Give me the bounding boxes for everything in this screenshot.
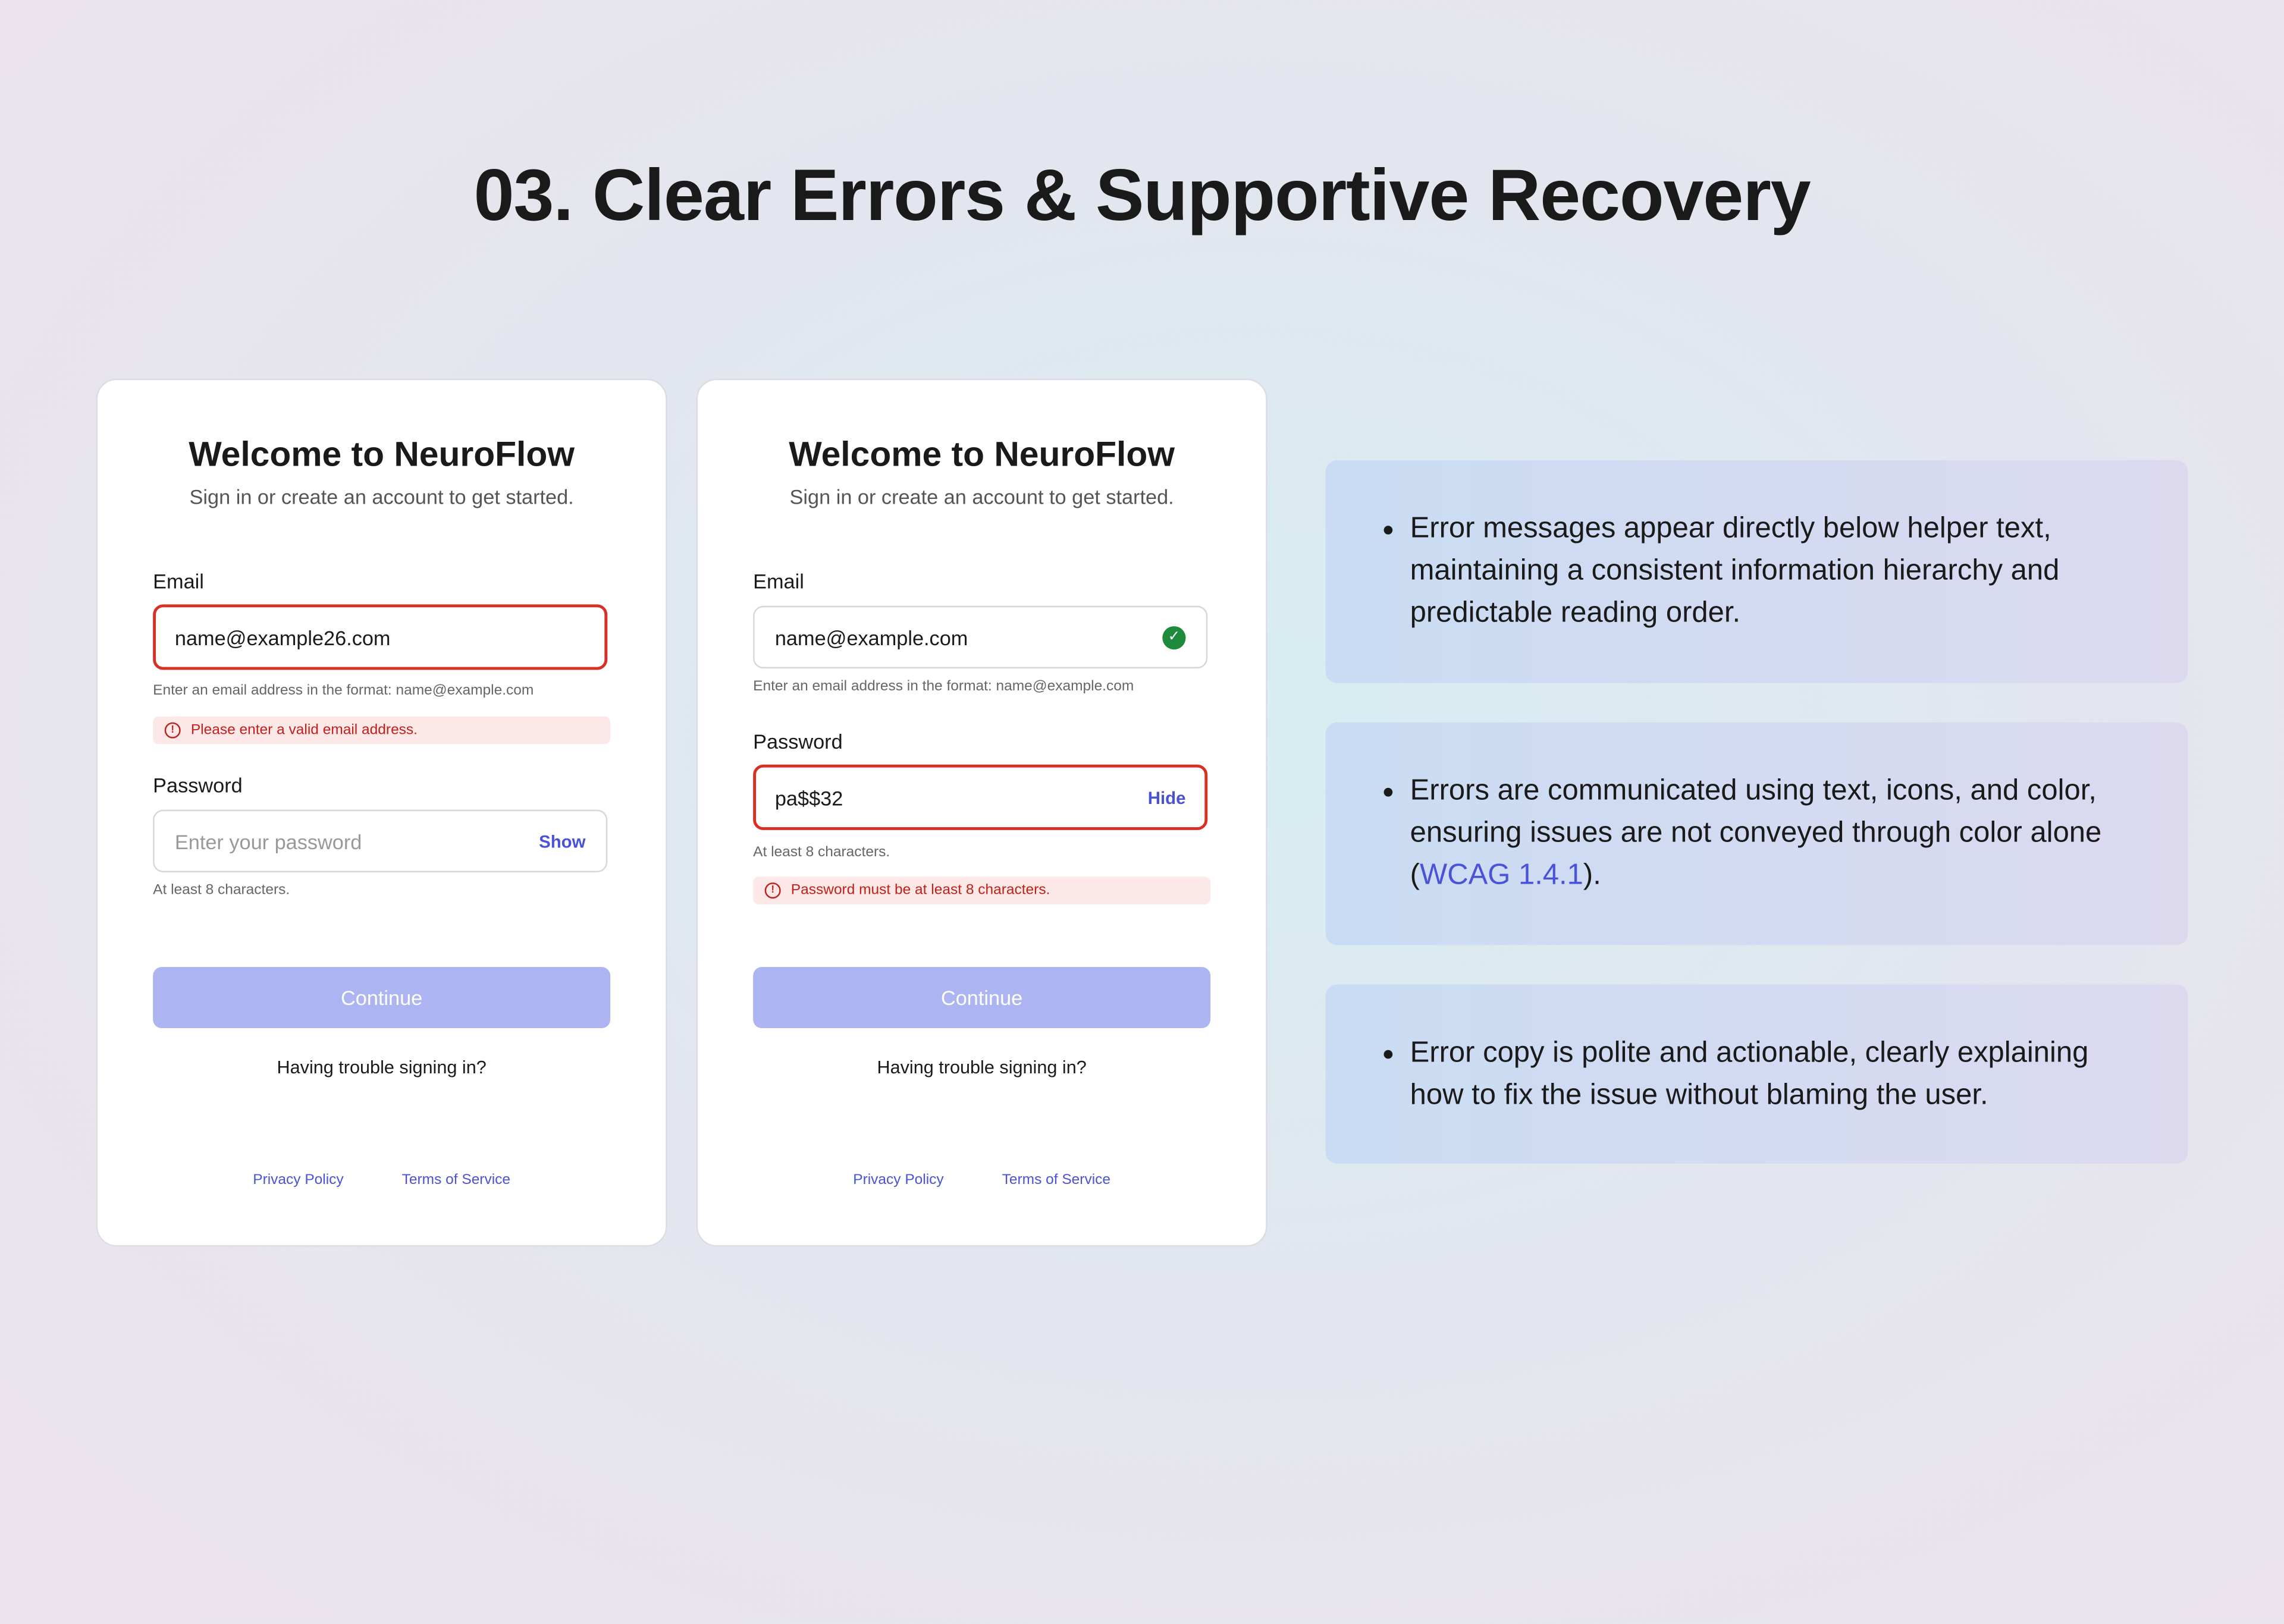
continue-button[interactable]: Continue	[753, 967, 1211, 1028]
footer-links: Privacy Policy Terms of Service	[698, 1172, 1266, 1188]
note-text-part: ).	[1583, 859, 1601, 891]
note-panel: Error copy is polite and actionable, cle…	[1325, 984, 2188, 1164]
email-error: ! Please enter a valid email address.	[153, 716, 611, 745]
signin-card-email-error: Welcome to NeuroFlow Sign in or create a…	[96, 378, 667, 1247]
card-title: Welcome to NeuroFlow	[189, 435, 575, 475]
wcag-link[interactable]: WCAG 1.4.1	[1419, 859, 1583, 891]
note-text: Error copy is polite and actionable, cle…	[1410, 1032, 2144, 1117]
email-label: Email	[753, 569, 804, 593]
note-panel: Error messages appear directly below hel…	[1325, 460, 2188, 683]
error-icon: !	[164, 722, 181, 739]
show-password-button[interactable]: Show	[539, 831, 586, 852]
password-placeholder: Enter your password	[174, 829, 362, 853]
email-value: name@example.com	[774, 625, 968, 649]
password-value: pa$$32	[774, 786, 843, 809]
continue-button[interactable]: Continue	[153, 967, 611, 1028]
email-value: name@example26.com	[174, 625, 391, 649]
error-icon: !	[764, 882, 781, 899]
password-input[interactable]: Enter your password Show	[153, 809, 608, 872]
password-error: ! Password must be at least 8 characters.	[753, 877, 1211, 904]
email-input[interactable]: name@example.com ✓	[753, 605, 1208, 669]
trouble-signing-in-link[interactable]: Having trouble signing in?	[277, 1057, 487, 1078]
privacy-policy-link[interactable]: Privacy Policy	[253, 1172, 344, 1189]
signin-card-password-error: Welcome to NeuroFlow Sign in or create a…	[696, 378, 1268, 1247]
email-helper: Enter an email address in the format: na…	[753, 679, 1134, 695]
password-label: Password	[753, 729, 843, 753]
footer-links: Privacy Policy Terms of Service	[98, 1172, 666, 1188]
password-helper: At least 8 characters.	[753, 844, 890, 861]
password-helper: At least 8 characters.	[153, 882, 290, 899]
privacy-policy-link[interactable]: Privacy Policy	[853, 1172, 944, 1189]
card-subtitle: Sign in or create an account to get star…	[789, 485, 1174, 508]
card-subtitle: Sign in or create an account to get star…	[189, 485, 574, 508]
check-circle-icon: ✓	[1162, 625, 1186, 649]
note-panel: Errors are communicated using text, icon…	[1325, 722, 2188, 945]
password-label: Password	[153, 773, 243, 797]
hide-password-button[interactable]: Hide	[1147, 787, 1186, 808]
card-title: Welcome to NeuroFlow	[789, 435, 1175, 475]
email-error-text: Please enter a valid email address.	[190, 722, 418, 739]
email-input[interactable]: name@example26.com	[153, 604, 608, 670]
password-input[interactable]: pa$$32 Hide	[753, 764, 1208, 830]
note-text-part: Errors are communicated using text, icon…	[1410, 774, 2102, 891]
terms-of-service-link[interactable]: Terms of Service	[1002, 1172, 1111, 1189]
password-error-text: Password must be at least 8 characters.	[790, 882, 1050, 899]
trouble-signing-in-link[interactable]: Having trouble signing in?	[877, 1057, 1087, 1078]
email-helper: Enter an email address in the format: na…	[153, 683, 534, 699]
note-text: Error messages appear directly below hel…	[1410, 508, 2144, 635]
email-label: Email	[153, 569, 204, 593]
note-text: Errors are communicated using text, icon…	[1410, 771, 2144, 897]
page-title: 03. Clear Errors & Supportive Recovery	[473, 154, 1811, 236]
terms-of-service-link[interactable]: Terms of Service	[401, 1172, 511, 1189]
